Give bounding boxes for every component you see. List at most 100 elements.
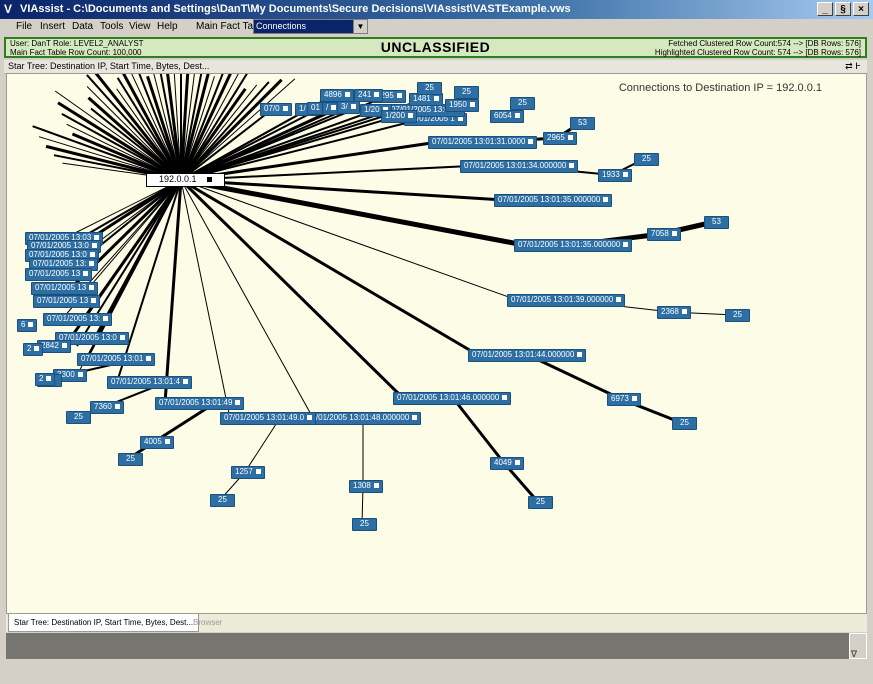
close-button[interactable]: × bbox=[853, 2, 869, 16]
time-node[interactable]: 07/01/2005 13:01:34.000000 bbox=[460, 160, 579, 173]
bytes-node[interactable]: 7360 bbox=[90, 401, 124, 414]
node-expand-icon[interactable] bbox=[119, 335, 125, 341]
time-node[interactable]: 07/01/2005 13:01:46.000000 bbox=[393, 392, 512, 405]
node-expand-icon[interactable] bbox=[89, 285, 95, 291]
node-expand-icon[interactable] bbox=[61, 343, 67, 349]
node-expand-icon[interactable] bbox=[396, 93, 402, 99]
port-node[interactable]: 25 bbox=[725, 309, 750, 322]
node-expand-icon[interactable] bbox=[567, 135, 573, 141]
node-expand-icon[interactable] bbox=[382, 107, 388, 113]
node-expand-icon[interactable] bbox=[103, 316, 109, 322]
node-expand-icon[interactable] bbox=[91, 243, 97, 249]
time-node[interactable]: 07/01/2005 13:01:35.000000 bbox=[494, 194, 613, 207]
node-expand-icon[interactable] bbox=[502, 395, 508, 401]
time-node[interactable]: 07/0 bbox=[260, 103, 292, 116]
time-node[interactable]: 07/01/2005 13:01:44.000000 bbox=[468, 349, 587, 362]
bytes-node[interactable]: 1933 bbox=[598, 169, 632, 182]
node-expand-icon[interactable] bbox=[374, 92, 380, 98]
time-node[interactable]: 07/01/2005 13:01:31.0000 bbox=[428, 136, 538, 149]
port-node[interactable]: 25 bbox=[634, 153, 659, 166]
menu-view[interactable]: View bbox=[129, 21, 151, 32]
node-expand-icon[interactable] bbox=[307, 415, 313, 421]
menu-insert[interactable]: Insert bbox=[40, 21, 66, 32]
node-expand-icon[interactable] bbox=[373, 483, 379, 489]
time-node[interactable]: 07/01/2005 13 bbox=[33, 295, 101, 308]
node-expand-icon[interactable] bbox=[433, 96, 439, 102]
port-node[interactable]: 25 bbox=[118, 453, 143, 466]
fact-table-select[interactable]: Connections ▼ bbox=[253, 19, 368, 34]
node-expand-icon[interactable] bbox=[331, 105, 337, 111]
minimize-button[interactable]: _ bbox=[817, 2, 833, 16]
node-expand-icon[interactable] bbox=[603, 197, 609, 203]
bytes-node[interactable]: 6054 bbox=[490, 110, 524, 123]
bytes-node[interactable]: 2368 bbox=[657, 306, 691, 319]
node-expand-icon[interactable] bbox=[182, 379, 188, 385]
node-expand-icon[interactable] bbox=[623, 242, 629, 248]
tab-star-tree[interactable]: Star Tree: Destination IP, Start Time, B… bbox=[8, 614, 200, 632]
tab-browser[interactable]: Browser bbox=[193, 618, 223, 627]
node-expand-icon[interactable] bbox=[622, 172, 628, 178]
bytes-node[interactable]: 1308 bbox=[349, 480, 383, 493]
port-node[interactable]: 25 bbox=[528, 496, 553, 509]
time-node[interactable]: 241 bbox=[354, 89, 384, 102]
node-expand-icon[interactable] bbox=[34, 346, 40, 352]
port-node[interactable]: 25 bbox=[210, 494, 235, 507]
root-node[interactable]: 192.0.0.1 bbox=[146, 173, 225, 187]
time-node[interactable]: 2 bbox=[23, 343, 44, 356]
node-expand-icon[interactable] bbox=[344, 92, 350, 98]
star-tree-canvas[interactable]: Connections to Destination IP = 192.0.0.… bbox=[6, 73, 867, 614]
node-expand-icon[interactable] bbox=[91, 298, 97, 304]
node-expand-icon[interactable] bbox=[681, 309, 687, 315]
time-node[interactable]: 6 bbox=[17, 319, 38, 332]
port-node[interactable]: 25 bbox=[417, 82, 442, 95]
node-expand-icon[interactable] bbox=[569, 163, 575, 169]
time-node[interactable]: 3/ bbox=[337, 101, 360, 114]
node-expand-icon[interactable] bbox=[235, 400, 241, 406]
node-expand-icon[interactable] bbox=[89, 252, 95, 258]
node-expand-icon[interactable] bbox=[616, 297, 622, 303]
port-node[interactable]: 53 bbox=[570, 117, 595, 130]
time-node[interactable]: 07/01/2005 13:01:39.000000 bbox=[507, 294, 626, 307]
node-expand-icon[interactable] bbox=[282, 106, 288, 112]
time-node[interactable]: 07/01/2005 13 bbox=[31, 282, 99, 295]
time-node[interactable]: 07/01/2005 13 bbox=[25, 268, 93, 281]
node-expand-icon[interactable] bbox=[350, 104, 356, 110]
node-expand-icon[interactable] bbox=[114, 404, 120, 410]
bytes-node[interactable]: 1257 bbox=[231, 466, 265, 479]
bytes-node[interactable]: 1950 bbox=[445, 99, 479, 112]
time-node[interactable]: 1/200 bbox=[381, 110, 418, 123]
node-expand-icon[interactable] bbox=[89, 261, 95, 267]
dropdown-arrow-icon[interactable]: ▼ bbox=[353, 20, 367, 33]
bytes-node[interactable]: 2965 bbox=[543, 132, 577, 145]
menu-help[interactable]: Help bbox=[157, 21, 178, 32]
node-expand-icon[interactable] bbox=[408, 113, 414, 119]
time-node[interactable]: 2 bbox=[35, 373, 56, 386]
node-expand-icon[interactable] bbox=[457, 116, 463, 122]
time-node[interactable]: 07/01/2005 13:01:48.000000 bbox=[303, 412, 422, 425]
node-expand-icon[interactable] bbox=[46, 376, 52, 382]
node-expand-icon[interactable] bbox=[94, 235, 100, 241]
node-expand-icon[interactable] bbox=[255, 469, 261, 475]
node-expand-icon[interactable] bbox=[577, 352, 583, 358]
node-expand-icon[interactable] bbox=[412, 415, 418, 421]
time-node[interactable]: 07/01/2005 13:01:49 bbox=[155, 397, 245, 410]
node-expand-icon[interactable] bbox=[514, 460, 520, 466]
port-node[interactable]: 25 bbox=[352, 518, 377, 531]
time-node[interactable]: 4896 bbox=[320, 89, 354, 102]
node-expand-icon[interactable] bbox=[469, 102, 475, 108]
node-expand-icon[interactable] bbox=[631, 396, 637, 402]
bytes-node[interactable]: 4005 bbox=[140, 436, 174, 449]
bytes-node[interactable]: 7058 bbox=[647, 228, 681, 241]
node-expand-icon[interactable] bbox=[77, 372, 83, 378]
port-node[interactable]: 25 bbox=[510, 97, 535, 110]
time-node[interactable]: 07/01/2005 13:01:35.000000 bbox=[514, 239, 633, 252]
time-node[interactable]: 07/01/2005 13:01:4 bbox=[107, 376, 192, 389]
restore-button[interactable]: § bbox=[835, 2, 851, 16]
time-node[interactable]: 07/01/2005 13:0 bbox=[55, 332, 129, 345]
bytes-node[interactable]: 6973 bbox=[607, 393, 641, 406]
time-node[interactable]: 2842 bbox=[37, 340, 71, 353]
time-node[interactable]: 07/01/2005 13: bbox=[43, 313, 113, 326]
node-expand-icon[interactable] bbox=[164, 439, 170, 445]
port-node[interactable]: 25 bbox=[672, 417, 697, 430]
node-expand-icon[interactable] bbox=[671, 231, 677, 237]
